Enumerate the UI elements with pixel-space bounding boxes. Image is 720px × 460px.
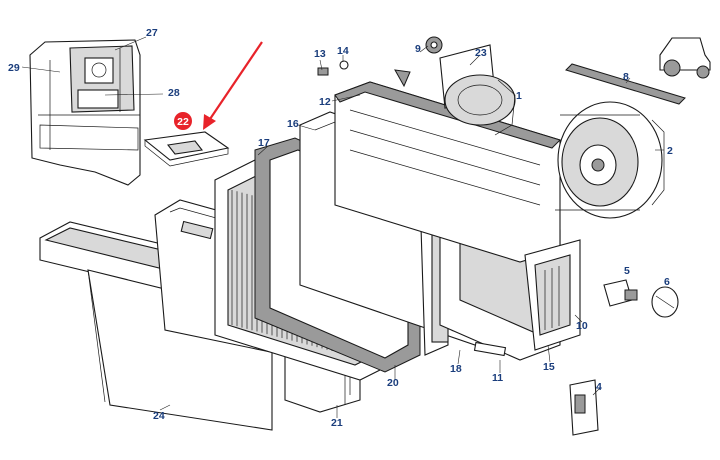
leader-lines xyxy=(21,36,664,418)
cover-plate-22 xyxy=(143,131,230,167)
label-27: 27 xyxy=(146,27,158,39)
label-12: 12 xyxy=(319,96,331,108)
thermostat-4 xyxy=(569,379,599,436)
label-1: 1 xyxy=(516,90,522,102)
label-20: 20 xyxy=(387,377,399,389)
label-16: 16 xyxy=(287,118,299,130)
switch-5 xyxy=(603,279,638,307)
evaporator-housing-12 xyxy=(334,81,561,263)
label-21: 21 xyxy=(331,417,343,429)
label-11: 11 xyxy=(492,372,503,384)
highlight-badge-22: 22 xyxy=(174,112,192,130)
blower-fan-2 xyxy=(555,101,665,219)
label-24: 24 xyxy=(153,410,165,422)
tractor-icon xyxy=(659,37,711,79)
cab-panel-assembly xyxy=(29,39,141,186)
label-18: 18 xyxy=(450,363,462,375)
clip-1 xyxy=(394,69,411,88)
label-23: 23 xyxy=(475,47,487,59)
label-14: 14 xyxy=(337,45,349,57)
bracket-10 xyxy=(524,239,581,351)
label-4: 4 xyxy=(596,381,602,393)
label-15: 15 xyxy=(543,361,555,373)
fan-shroud-23 xyxy=(439,44,516,136)
knob-6 xyxy=(651,286,679,318)
label-9: 9 xyxy=(415,43,421,55)
screws-13-14 xyxy=(317,60,349,76)
label-28: 28 xyxy=(168,87,180,99)
label-6: 6 xyxy=(664,276,670,288)
label-8: 8 xyxy=(623,71,629,83)
highlight-arrow xyxy=(203,41,263,130)
label-10: 10 xyxy=(576,320,588,332)
part-labels: 27 29 28 13 14 9 23 12 1 8 2 16 17 5 6 1… xyxy=(8,27,673,429)
label-29: 29 xyxy=(8,62,20,74)
label-17: 17 xyxy=(258,137,270,149)
rod-8 xyxy=(565,63,686,105)
grommet-9 xyxy=(425,36,443,54)
label-22: 22 xyxy=(177,116,189,128)
label-13: 13 xyxy=(314,48,326,60)
label-2: 2 xyxy=(667,145,673,157)
label-5: 5 xyxy=(624,265,630,277)
